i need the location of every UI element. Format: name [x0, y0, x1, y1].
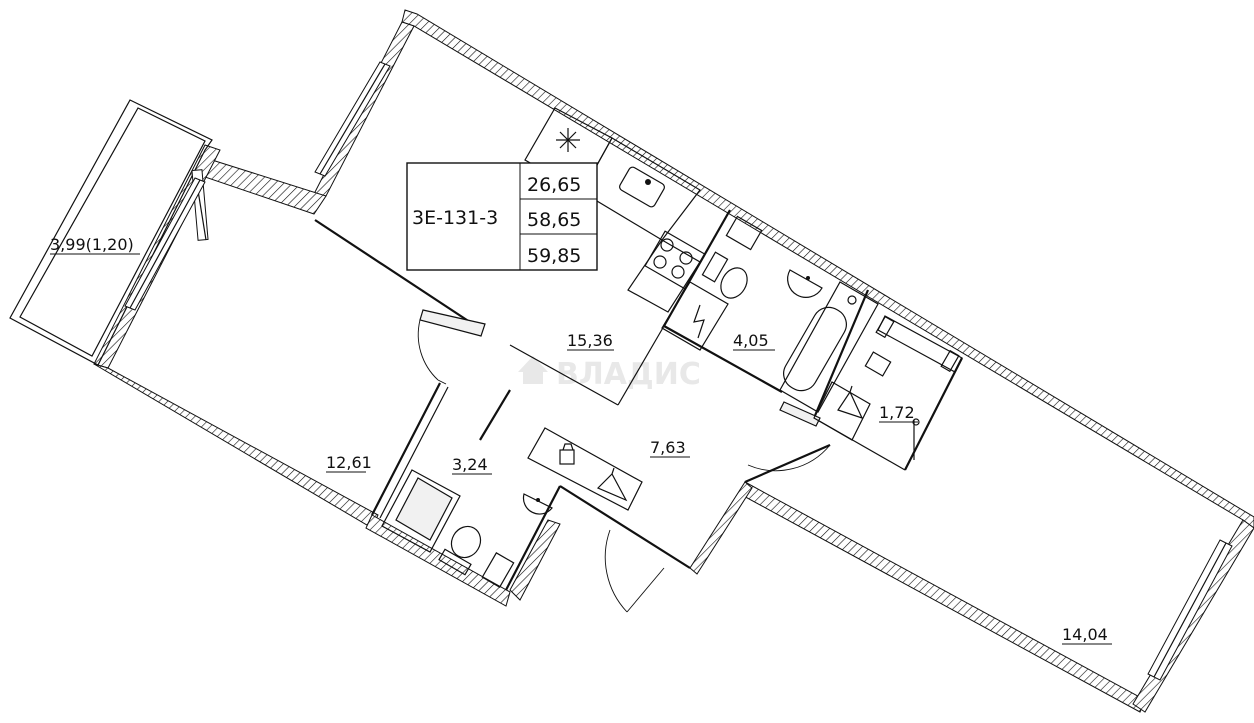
washer-icon: [661, 281, 729, 351]
balcony: [9, 99, 213, 366]
bathroom-fixtures: [661, 215, 879, 413]
area-living: 26,65: [527, 174, 581, 196]
toilet-room-fixtures: [381, 469, 553, 588]
bedroom-left-area-label: 12,61: [326, 453, 372, 472]
doors: [417, 319, 831, 613]
area-total-balcony: 59,85: [527, 245, 581, 267]
bedroom-right-area-label: 14,04: [1062, 625, 1108, 644]
area-total: 58,65: [527, 209, 581, 231]
bathtub-icon: [779, 281, 879, 413]
toilet-icon: [701, 251, 748, 299]
balcony-area-label: 3,99(1,20): [50, 235, 134, 254]
kitchen-area-label: 15,36: [567, 331, 613, 350]
toilet-small-icon: [438, 525, 482, 576]
wardrobe-area-label: 1,72: [879, 403, 915, 422]
toilet-area-label: 3,24: [452, 455, 488, 474]
hall-fixtures: [527, 427, 643, 511]
stove-icon: [644, 230, 706, 290]
hall-area-label: 7,63: [650, 438, 686, 457]
room-labels: 3,99(1,20) 15,36 4,05 1,72 7,63 12,61 3,…: [50, 235, 1112, 645]
hanger-icon-hall: [596, 467, 628, 502]
washbasin-icon: [787, 269, 823, 298]
hanger-icon: [837, 385, 864, 420]
sink-icon: [619, 166, 665, 208]
exhaust-icon: [556, 128, 580, 152]
watermark: ВЛАДИС: [518, 356, 701, 392]
bag-icon: [559, 443, 575, 465]
wardrobe-fixtures: [813, 315, 963, 460]
windows: [124, 61, 1233, 681]
bathroom-area-label: 4,05: [733, 331, 769, 350]
washbasin-small-icon: [522, 493, 553, 515]
apartment-info-box: 3E-131-3 26,65 58,65 59,85: [406, 162, 598, 271]
apartment-code: 3E-131-3: [412, 207, 498, 229]
